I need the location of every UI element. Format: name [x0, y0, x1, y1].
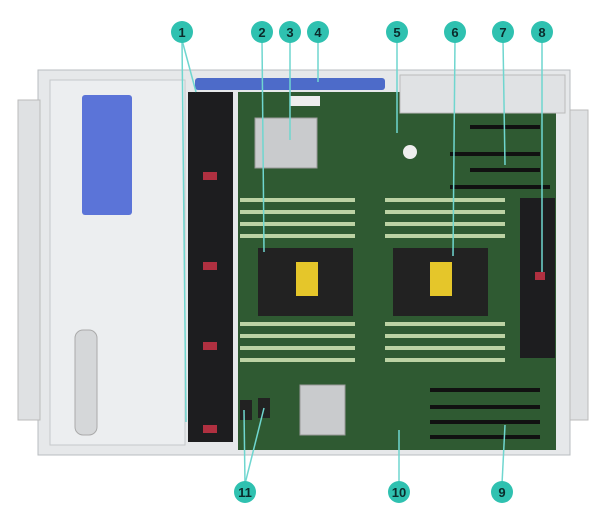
callout-7: 7 — [492, 21, 514, 43]
svg-text:3: 3 — [286, 25, 293, 40]
svg-text:4: 4 — [314, 25, 322, 40]
callout-1: 1 — [171, 21, 193, 43]
expansion-slots-lower — [430, 388, 540, 439]
callout-5: 5 — [386, 21, 408, 43]
callout-4: 4 — [307, 21, 329, 43]
front-bezel — [17, 99, 41, 421]
handle — [74, 329, 98, 436]
processor-1 — [258, 248, 353, 316]
svg-text:11: 11 — [238, 485, 252, 500]
heatsink-lower — [299, 384, 346, 436]
callout-11: 11 — [234, 481, 256, 503]
svg-text:7: 7 — [499, 25, 506, 40]
svg-text:1: 1 — [178, 25, 185, 40]
m2-slot-1 — [240, 400, 252, 420]
fan-array — [188, 92, 233, 442]
callout-8: 8 — [531, 21, 553, 43]
svg-text:10: 10 — [392, 485, 406, 500]
callout-2: 2 — [251, 21, 273, 43]
fan-right-latch — [535, 272, 545, 280]
callout-6: 6 — [444, 21, 466, 43]
svg-text:6: 6 — [451, 25, 458, 40]
svg-text:9: 9 — [498, 485, 505, 500]
heatsink-chipset — [254, 117, 318, 169]
rear-panel — [569, 109, 589, 421]
power-connector — [290, 96, 320, 106]
callout-3: 3 — [279, 21, 301, 43]
dimm-slots — [240, 198, 505, 362]
callout-10: 10 — [388, 481, 410, 503]
battery — [403, 145, 417, 159]
svg-text:5: 5 — [393, 25, 400, 40]
leader-lines — [181, 39, 543, 485]
blue-bracket — [82, 95, 132, 215]
callout-9: 9 — [491, 481, 513, 503]
svg-text:8: 8 — [538, 25, 545, 40]
svg-text:2: 2 — [258, 25, 265, 40]
processor-2 — [393, 248, 488, 316]
power-supply — [399, 74, 566, 114]
